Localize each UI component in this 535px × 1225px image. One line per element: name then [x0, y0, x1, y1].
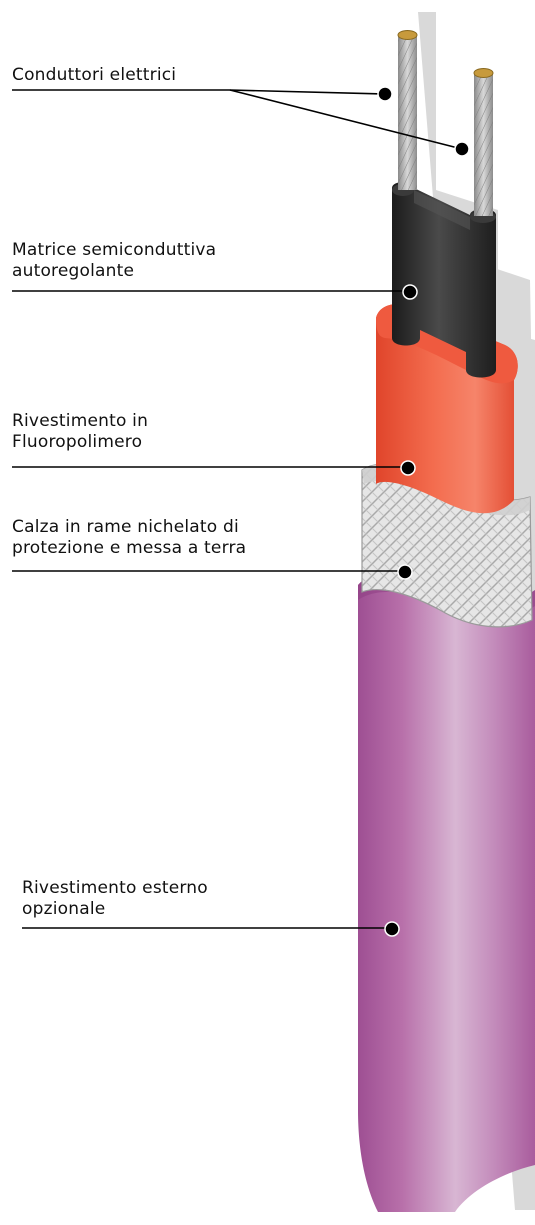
- dot-jacket: [385, 922, 399, 936]
- label-outer-jacket: Rivestimento esterno opzionale: [22, 878, 208, 920]
- label-fluoropolymer: Rivestimento in Fluoropolimero: [12, 411, 148, 453]
- label-braid: Calza in rame nichelato di protezione e …: [12, 517, 246, 559]
- label-semiconductive-core: Matrice semiconduttiva autoregolante: [12, 240, 216, 282]
- dot-fluoropolymer: [401, 461, 415, 475]
- label-fluoro-line1: Rivestimento in: [12, 411, 148, 432]
- label-conductors-line1: Conduttori elettrici: [12, 65, 176, 86]
- label-braid-line2: protezione e messa a terra: [12, 538, 246, 559]
- dot-braid: [398, 565, 412, 579]
- label-braid-line1: Calza in rame nichelato di: [12, 517, 246, 538]
- label-conductors: Conduttori elettrici: [12, 65, 176, 86]
- dot-conductor-1: [378, 87, 392, 101]
- dot-conductor-2: [455, 142, 469, 156]
- label-jacket-line2: opzionale: [22, 899, 208, 920]
- dot-core: [403, 285, 417, 299]
- label-jacket-line1: Rivestimento esterno: [22, 878, 208, 899]
- label-core-line1: Matrice semiconduttiva: [12, 240, 216, 261]
- label-fluoro-line2: Fluoropolimero: [12, 432, 148, 453]
- outer-jacket: [358, 571, 535, 1212]
- label-core-line2: autoregolante: [12, 261, 216, 282]
- conductors: [398, 31, 493, 217]
- leader-conductors-1: [230, 90, 385, 94]
